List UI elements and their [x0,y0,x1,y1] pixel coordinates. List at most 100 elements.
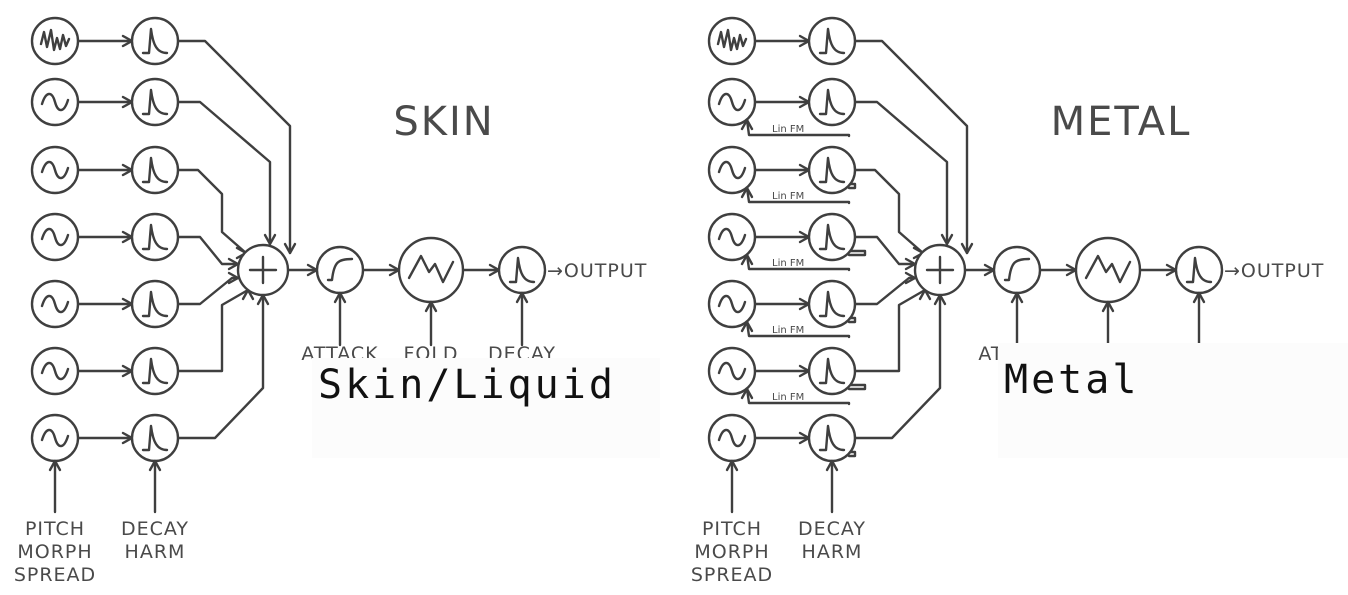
env-to-sum-line [853,288,927,373]
output-label: →OUTPUT [547,260,647,282]
envelope-param-label: DECAY [798,518,866,540]
envelope-node [130,212,180,262]
lin-fm-label: Lin FM [772,258,804,269]
arrow-head [333,291,347,304]
env-to-sum-line [853,39,969,255]
oscillator-param-label: SPREAD [691,564,773,586]
sine-wave-icon [717,227,747,247]
arrow-head [227,271,240,285]
envelope-param-label: HARM [802,541,863,563]
decay-envelope-icon [818,357,846,385]
env-to-sum-line [176,235,240,266]
decay-envelope-icon [141,88,169,116]
envelope-node [130,77,180,127]
sine-wave-icon [40,361,70,381]
envelope-node [807,16,857,66]
env-to-sum-line [853,100,949,246]
sine-wave-icon [717,361,747,381]
env-to-sum-line [176,168,248,255]
decay-envelope-icon [141,27,169,55]
envelope-param-label: DECAY [121,518,189,540]
sine-wave-icon [40,294,70,314]
decay-envelope-icon [818,156,846,184]
arrow-head [940,233,954,246]
decay-envelope-icon [141,223,169,251]
arrow-head [1101,300,1115,313]
attack-curve-icon [326,257,354,282]
arrow-head [515,291,529,304]
env-to-sum-line [176,39,292,255]
envelope-param-label: HARM [125,541,186,563]
wavefold-icon [1084,254,1132,284]
sine-wave-icon [40,160,70,180]
oscillator-param-label: MORPH [17,541,92,563]
envelope-node [807,212,857,262]
diagram-title: METAL [1051,99,1192,145]
decay-envelope-icon [141,156,169,184]
caption-box-skin: Skin/Liquid [312,358,660,458]
arrow-head [424,300,438,313]
decay-envelope-icon [818,424,846,452]
env-to-sum-line [176,276,240,306]
attack-node [992,245,1042,295]
output-label: →OUTPUT [1224,260,1324,282]
lin-fm-line [745,253,851,272]
decay-envelope-icon [818,88,846,116]
decay-envelope-icon [508,256,536,284]
attack-curve-icon [1003,257,1031,282]
arrow-head [904,271,917,285]
oscillator-param-label: MORPH [694,541,769,563]
lin-fm-line [745,118,851,138]
lin-fm-label: Lin FM [772,124,804,135]
decay-envelope-icon [141,290,169,318]
envelope-node [130,346,180,396]
oscillator-node [707,16,757,66]
sine-wave-icon [717,294,747,314]
sine-wave-icon [40,428,70,448]
arrow-head [148,459,162,472]
envelope-node [130,145,180,195]
lin-fm-line [847,182,857,190]
decay-envelope-icon [818,223,846,251]
lin-fm-line [847,383,867,391]
diagram-title: SKIN [393,99,494,145]
env-to-sum-line [853,276,917,306]
arrow-head [740,387,754,400]
lin-fm-line [745,186,851,205]
output-envelope-node [497,245,547,295]
arrow-head [740,320,754,333]
envelope-node [130,413,180,463]
lin-fm-line [847,316,857,324]
lin-fm-line [745,320,851,339]
envelope-node [807,77,857,127]
caption-skin: Skin/Liquid [318,362,616,408]
envelope-node [130,16,180,66]
envelope-node [807,346,857,396]
env-to-sum-line [853,168,925,255]
oscillator-param-label: PITCH [25,518,85,540]
lin-fm-line [745,387,851,406]
env-to-sum-line [853,293,942,440]
sine-wave-icon [717,160,747,180]
env-to-sum-line [176,293,265,440]
oscillator-node [30,16,80,66]
arrow-head [740,253,754,266]
arrow-head [825,459,839,472]
envelope-node [807,279,857,329]
envelope-node [130,279,180,329]
caption-metal: Metal [1004,357,1140,403]
noise-wave-icon [39,28,71,52]
decay-envelope-icon [1185,256,1213,284]
arrow-head [960,242,974,255]
env-to-sum-line [176,288,250,373]
lin-fm-line [847,450,857,458]
oscillator-param-label: SPREAD [14,564,96,586]
envelope-node [807,145,857,195]
decay-envelope-icon [141,424,169,452]
decay-envelope-icon [818,27,846,55]
lin-fm-line [847,249,867,257]
oscillator-param-label: PITCH [702,518,762,540]
